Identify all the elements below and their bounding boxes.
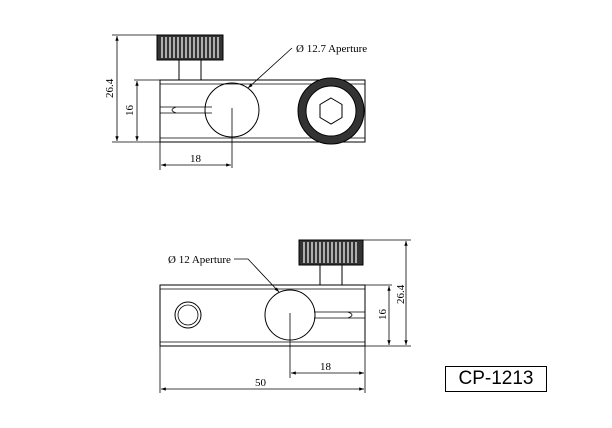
bottom-dim-body-height: 16 — [377, 309, 389, 321]
bottom-view: Ø 12 Aperture 26.4 16 18 50 — [159, 239, 411, 393]
bottom-aperture-leader — [234, 258, 280, 293]
top-body — [159, 79, 366, 143]
bottom-dim-overall-height: 26.4 — [395, 284, 407, 304]
part-number: CP-1213 — [458, 368, 534, 389]
top-aperture-label: Ø 12.7 Aperture — [296, 43, 367, 55]
bottom-dim-center-offset: 18 — [320, 361, 332, 373]
mounting-hole — [174, 301, 202, 329]
hex-knob — [297, 77, 365, 145]
top-dim-overall-height: 26.4 — [104, 78, 116, 98]
bottom-screw-stem — [319, 264, 343, 286]
top-dim-body-height: 16 — [124, 105, 136, 117]
top-dim-center-offset: 18 — [190, 153, 202, 165]
top-aperture-leader — [247, 47, 293, 89]
top-knob — [156, 34, 224, 61]
bottom-dim-overall-length: 50 — [255, 377, 267, 389]
top-view: Ø 12.7 Aperture 26.4 16 18 — [104, 34, 367, 170]
bottom-knob — [298, 239, 364, 266]
part-number-box: CP-1213 — [445, 366, 547, 392]
top-screw-stem — [178, 59, 202, 81]
bottom-aperture-label: Ø 12 Aperture — [168, 254, 231, 266]
